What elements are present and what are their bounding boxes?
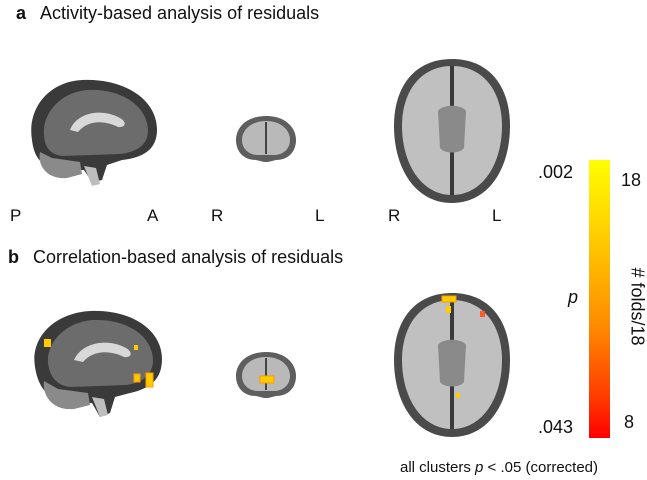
colorbar-folds-bottom: 8 bbox=[624, 412, 635, 432]
activation-cluster bbox=[446, 306, 451, 313]
panel-b-title: b Correlation-based analysis of residuals bbox=[8, 247, 343, 268]
panel-b-sagittal-brain bbox=[34, 310, 162, 417]
panel-a-orient-l-coronal: L bbox=[315, 206, 325, 225]
colorbar-folds-top: 18 bbox=[621, 170, 642, 190]
footnote-suffix: < .05 (corrected) bbox=[483, 459, 599, 476]
panel-a-orient-r-coronal: R bbox=[211, 206, 224, 225]
panel-a-letter: a bbox=[16, 3, 27, 23]
panel-a-orient-l-axial: L bbox=[492, 206, 502, 225]
activation-cluster bbox=[480, 311, 485, 317]
panel-b-title-text: Correlation-based analysis of residuals bbox=[33, 247, 344, 267]
panel-a-orient-a: A bbox=[147, 206, 159, 225]
activation-cluster bbox=[259, 375, 275, 384]
footnote-prefix: all clusters bbox=[400, 459, 476, 476]
activation-cluster bbox=[44, 339, 51, 347]
footnote-p: p bbox=[475, 459, 484, 476]
panel-a-orient-p: P bbox=[10, 206, 22, 225]
activation-cluster bbox=[145, 372, 154, 388]
colorbar-p-top: .002 bbox=[538, 162, 574, 182]
footnote: all clusters p < .05 (corrected) bbox=[400, 459, 598, 476]
panel-a-title: a Activity-based analysis of residuals bbox=[16, 3, 319, 24]
activation-cluster bbox=[134, 345, 138, 350]
activation-cluster bbox=[133, 373, 141, 383]
panel-b-coronal-brain bbox=[236, 352, 296, 398]
panel-b-axial-brain bbox=[394, 293, 510, 437]
panel-a-title-text: Activity-based analysis of residuals bbox=[40, 3, 320, 23]
activation-cluster bbox=[456, 393, 460, 398]
colorbar-p-bottom: .043 bbox=[538, 417, 574, 437]
panel-a-orient-r-axial: R bbox=[388, 206, 401, 225]
activation-cluster bbox=[441, 295, 457, 303]
colorbar-p-label: p bbox=[568, 287, 579, 307]
panel-b-letter: b bbox=[8, 247, 19, 267]
colorbar bbox=[589, 160, 610, 438]
colorbar-folds-label: # folds/18 bbox=[627, 267, 647, 346]
panel-a-coronal-brain bbox=[236, 116, 296, 162]
panel-a-sagittal-brain bbox=[31, 79, 158, 186]
panel-a-axial-brain bbox=[394, 59, 510, 203]
